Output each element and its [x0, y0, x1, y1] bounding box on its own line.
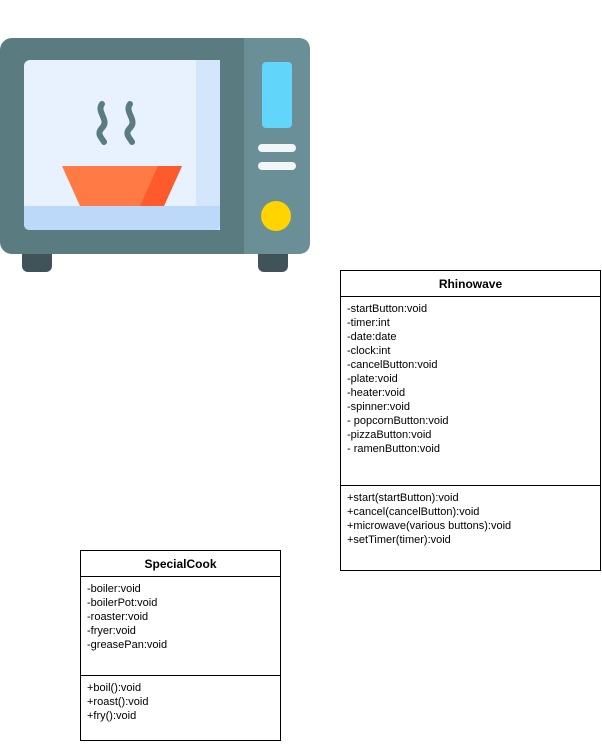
- method: +boil():void: [87, 682, 142, 694]
- attribute: -startButton:void: [347, 303, 428, 315]
- method: +roast():void: [87, 696, 149, 708]
- attribute: -clock:int: [347, 345, 391, 357]
- microwave-window-shade: [196, 60, 220, 230]
- microwave-icon: [0, 38, 310, 272]
- microwave-display: [262, 62, 292, 128]
- method: +cancel(cancelButton):void: [347, 506, 480, 518]
- attribute: - popcornButton:void: [347, 415, 449, 427]
- attribute: -boiler:void: [87, 583, 141, 595]
- method: +fry():void: [87, 710, 137, 722]
- steam-wave-left: [96, 101, 108, 145]
- class-name: Rhinowave: [341, 271, 600, 297]
- bowl-shade: [140, 166, 182, 206]
- attribute: -plate:void: [347, 373, 398, 385]
- attribute: -date:date: [347, 331, 397, 343]
- method: +setTimer(timer):void: [347, 534, 451, 546]
- microwave-slot-2: [258, 162, 296, 170]
- class-specialcook: SpecialCook -boiler:void -boilerPot:void…: [80, 550, 281, 741]
- class-rhinowave: Rhinowave -startButton:void -timer:int -…: [340, 270, 601, 571]
- methods-section: +boil():void +roast():void +fry():void: [81, 676, 280, 723]
- attribute: -pizzaButton:void: [347, 429, 432, 441]
- attributes-section: -startButton:void -timer:int -date:date …: [341, 297, 600, 486]
- attribute: -boilerPot:void: [87, 597, 158, 609]
- attribute: -heater:void: [347, 387, 406, 399]
- attributes-section: -boiler:void -boilerPot:void -roaster:vo…: [81, 577, 280, 676]
- attribute: -greasePan:void: [87, 639, 168, 651]
- class-name: SpecialCook: [81, 551, 280, 577]
- attribute: -fryer:void: [87, 625, 136, 637]
- microwave-tray: [24, 206, 220, 230]
- microwave-knob: [261, 201, 291, 231]
- method: +start(startButton):void: [347, 492, 459, 504]
- attribute: -roaster:void: [87, 611, 149, 623]
- method: +microwave(various buttons):void: [347, 520, 512, 532]
- attribute: -spinner:void: [347, 401, 410, 413]
- methods-section: +start(startButton):void +cancel(cancelB…: [341, 486, 600, 547]
- microwave-slot-1: [258, 144, 296, 152]
- attribute: -timer:int: [347, 317, 390, 329]
- steam-wave-right: [124, 101, 136, 145]
- attribute: - ramenButton:void: [347, 443, 440, 455]
- attribute: -cancelButton:void: [347, 359, 438, 371]
